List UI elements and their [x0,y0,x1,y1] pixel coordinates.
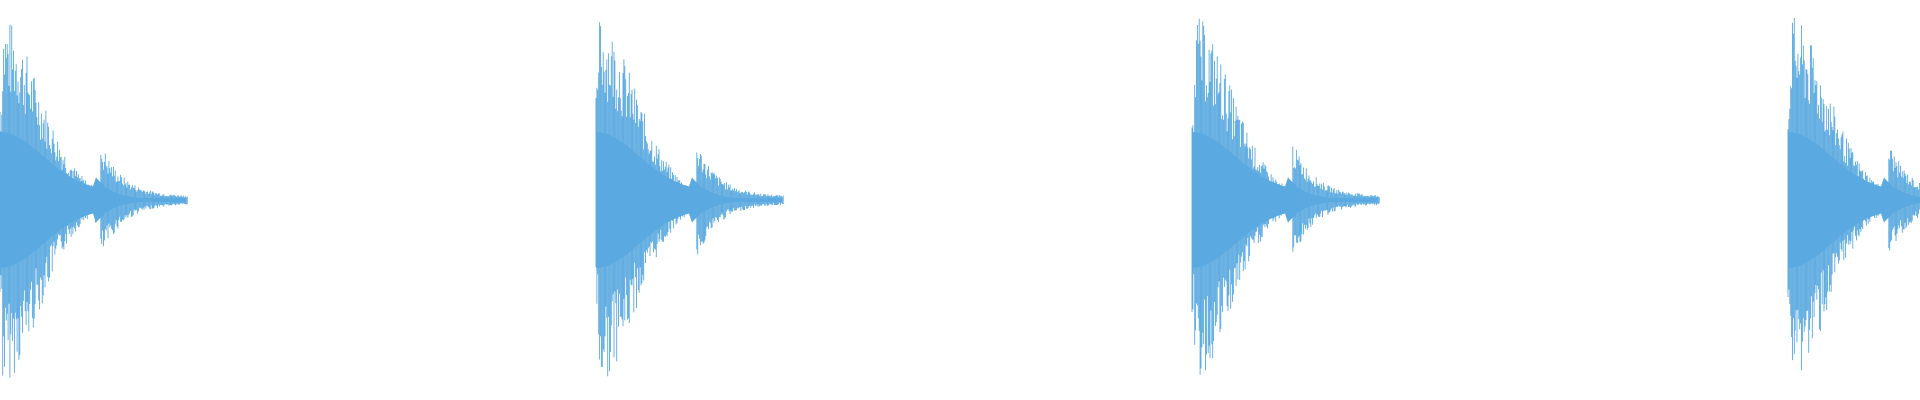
drum-hit-waveform [0,24,188,378]
drum-hit-waveform [595,22,784,377]
drum-hit-waveform [1787,18,1920,371]
drum-hit-waveform [1191,18,1380,375]
waveform-core [1192,132,1378,268]
waveform-core [0,132,186,268]
waveform-core [1788,132,1920,268]
waveform-core [596,132,782,268]
